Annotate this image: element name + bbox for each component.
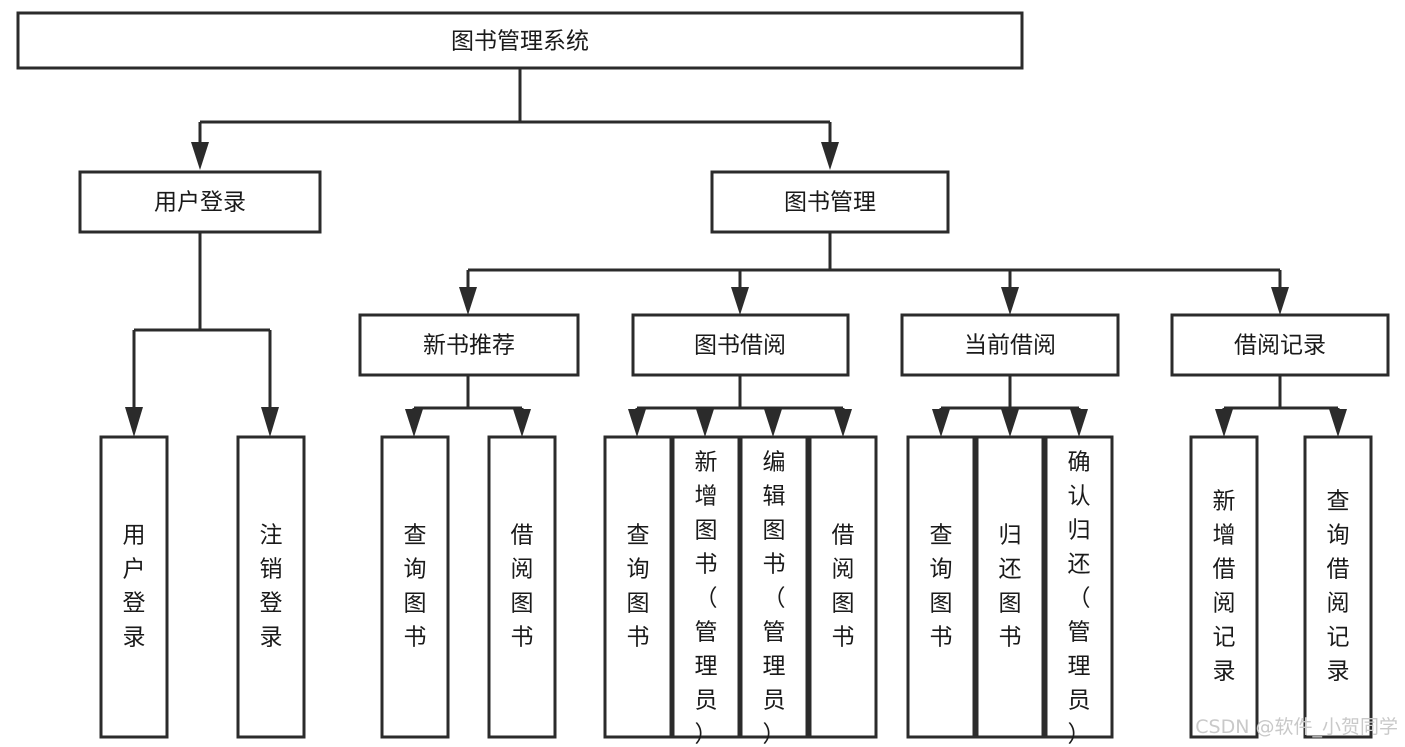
node-book-management[interactable]: 图书管理 — [710, 170, 950, 234]
node-book-borrow[interactable]: 图书借阅 — [631, 313, 850, 377]
node-leaf-add-borrow-record[interactable]: 新增借阅记录 — [1189, 435, 1259, 739]
arrow-head-leaf-borrow-book-2 — [834, 409, 852, 437]
arrow-head-user-login — [191, 142, 209, 170]
node-leaf-borrow-book-1[interactable]: 借阅图书 — [487, 435, 557, 739]
node-root[interactable]: 图书管理系统 — [16, 11, 1024, 70]
node-leaf-query-borrow-record-box[interactable] — [1303, 435, 1373, 739]
csdn-watermark: CSDN @软件_小贺同学 — [1195, 716, 1398, 738]
node-leaf-user-login[interactable]: 用户登录 — [99, 435, 169, 739]
arrow-head-leaf-add-borrow-record — [1215, 409, 1233, 437]
node-leaf-query-book-1[interactable]: 查询图书 — [380, 435, 450, 739]
node-leaf-edit-book-admin-label: 编辑图书（管理员） — [763, 450, 786, 747]
node-leaf-borrow-book-2-box[interactable] — [808, 435, 878, 739]
arrow-head-book-borrow — [731, 287, 749, 315]
arrow-head-current-borrow — [1001, 287, 1019, 315]
arrow-head-leaf-query-book-1 — [405, 409, 423, 437]
node-leaf-query-book-1-box[interactable] — [380, 435, 450, 739]
node-book-management-box[interactable] — [710, 170, 950, 234]
arrow-head-leaf-user-login — [125, 407, 143, 437]
arrow-head-leaf-logout-login — [261, 407, 279, 437]
node-book-borrow-label: 图书借阅 — [694, 333, 786, 359]
arrow-head-leaf-borrow-book-1 — [513, 409, 531, 437]
node-root-box[interactable] — [16, 11, 1024, 70]
node-leaf-query-book-2-box[interactable] — [603, 435, 673, 739]
node-leaf-query-book-3-box[interactable] — [906, 435, 976, 739]
node-new-book-recommend-label: 新书推荐 — [423, 333, 515, 359]
node-leaf-add-borrow-record-label: 新增借阅记录 — [1213, 489, 1236, 685]
arrow-head-leaf-query-borrow-record — [1329, 409, 1347, 437]
node-leaf-borrow-book-1-box[interactable] — [487, 435, 557, 739]
node-leaf-edit-book-admin[interactable]: 编辑图书（管理员） — [739, 435, 809, 747]
node-leaf-query-book-3[interactable]: 查询图书 — [906, 435, 976, 739]
node-leaf-query-book-2-label: 查询图书 — [627, 523, 650, 651]
node-leaf-logout-login-box[interactable] — [236, 435, 306, 739]
connector-layer — [125, 68, 1347, 437]
node-leaf-return-book[interactable]: 归还图书 — [975, 435, 1045, 739]
arrow-head-book-management — [821, 142, 839, 170]
node-leaf-query-borrow-record[interactable]: 查询借阅记录 — [1303, 435, 1373, 739]
arrow-head-borrow-record — [1271, 287, 1289, 315]
node-new-book-recommend[interactable]: 新书推荐 — [358, 313, 580, 377]
node-leaf-user-login-label: 用户登录 — [123, 523, 146, 651]
arrow-head-new-book-recommend — [459, 287, 477, 315]
node-root-label: 图书管理系统 — [451, 29, 589, 55]
node-leaf-user-login-box[interactable] — [99, 435, 169, 739]
node-leaf-edit-book-admin-box[interactable] — [739, 435, 809, 739]
node-leaf-add-book-admin[interactable]: 新增图书（管理员） — [671, 435, 741, 747]
node-leaf-borrow-book-2-label: 借阅图书 — [832, 523, 855, 651]
node-book-management-label: 图书管理 — [784, 190, 876, 216]
arrow-head-leaf-edit-book-admin — [764, 409, 782, 437]
node-borrow-record-label: 借阅记录 — [1234, 333, 1326, 359]
node-leaf-return-book-box[interactable] — [975, 435, 1045, 739]
node-leaf-query-borrow-record-label: 查询借阅记录 — [1327, 489, 1350, 685]
node-current-borrow-label: 当前借阅 — [964, 333, 1056, 359]
node-leaf-return-book-label: 归还图书 — [999, 523, 1022, 651]
node-leaf-add-book-admin-box[interactable] — [671, 435, 741, 739]
node-leaf-confirm-return-admin[interactable]: 确认归还（管理员） — [1044, 435, 1114, 747]
node-leaf-borrow-book-1-label: 借阅图书 — [511, 523, 534, 651]
node-current-borrow[interactable]: 当前借阅 — [900, 313, 1120, 377]
node-book-borrow-box[interactable] — [631, 313, 850, 377]
node-new-book-recommend-box[interactable] — [358, 313, 580, 377]
node-leaf-add-borrow-record-box[interactable] — [1189, 435, 1259, 739]
node-user-login-box[interactable] — [78, 170, 322, 234]
node-current-borrow-box[interactable] — [900, 313, 1120, 377]
node-user-login-label: 用户登录 — [154, 190, 246, 216]
node-leaf-query-book-3-label: 查询图书 — [930, 523, 953, 651]
node-borrow-record[interactable]: 借阅记录 — [1170, 313, 1390, 377]
node-leaf-confirm-return-admin-box[interactable] — [1044, 435, 1114, 739]
arrow-head-leaf-return-book — [1001, 409, 1019, 437]
arrow-head-leaf-query-book-3 — [932, 409, 950, 437]
node-leaf-borrow-book-2[interactable]: 借阅图书 — [808, 435, 878, 739]
node-leaf-query-book-1-label: 查询图书 — [404, 523, 427, 651]
arrow-head-leaf-confirm-return-admin — [1070, 409, 1088, 437]
node-leaf-confirm-return-admin-label: 确认归还（管理员） — [1068, 450, 1091, 747]
node-leaf-add-book-admin-label: 新增图书（管理员） — [695, 450, 718, 747]
node-leaf-query-book-2[interactable]: 查询图书 — [603, 435, 673, 739]
node-leaf-logout-login[interactable]: 注销登录 — [236, 435, 306, 739]
node-user-login[interactable]: 用户登录 — [78, 170, 322, 234]
arrow-head-leaf-query-book-2 — [628, 409, 646, 437]
node-leaf-logout-login-label: 注销登录 — [260, 523, 283, 651]
arrow-head-leaf-add-book-admin — [696, 409, 714, 437]
node-borrow-record-box[interactable] — [1170, 313, 1390, 377]
